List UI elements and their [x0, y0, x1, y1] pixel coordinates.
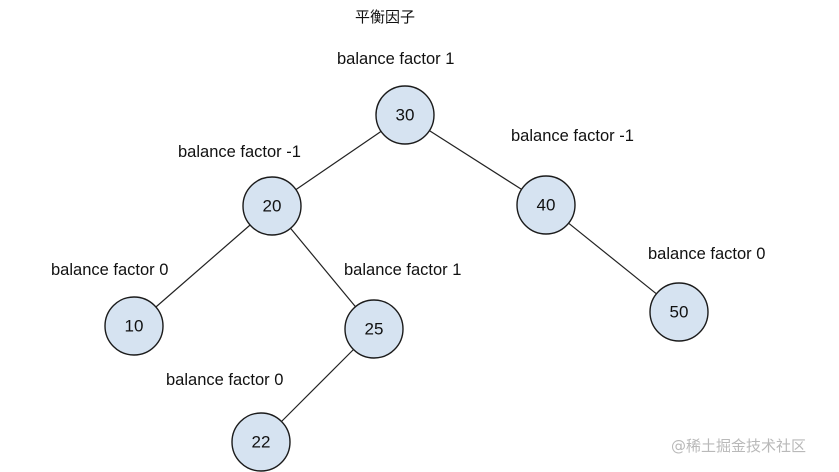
- node-value-22: 22: [252, 433, 271, 452]
- node-circle-50: [649, 282, 709, 342]
- edge-30-40: [429, 130, 522, 190]
- node-value-20: 20: [263, 197, 282, 216]
- node-value-30: 30: [396, 106, 415, 125]
- watermark: @稀土掘金技术社区: [671, 437, 806, 455]
- node-value-10: 10: [125, 317, 144, 336]
- tree-node-10: 10: [104, 296, 164, 356]
- node-circle-25: [344, 299, 404, 359]
- balance-factor-label-50: balance factor 0: [648, 245, 765, 263]
- tree-node-25: 25: [344, 299, 404, 359]
- edge-40-50: [568, 222, 657, 295]
- node-circle-40: [516, 175, 576, 235]
- balance-labels-layer: balance factor 1 balance factor -1 balance…: [51, 50, 765, 389]
- node-circle-10: [104, 296, 164, 356]
- tree-node-40: 40: [516, 175, 576, 235]
- nodes-layer: 30 20 40 10 25 50 22: [104, 85, 709, 472]
- balance-factor-label-25: balance factor 1: [344, 261, 461, 279]
- node-circle-20: [242, 176, 302, 236]
- balance-factor-label-22: balance factor 0: [166, 371, 283, 389]
- tree-node-20: 20: [242, 176, 302, 236]
- balance-factor-label-40: balance factor -1: [511, 127, 634, 145]
- tree-node-50: 50: [649, 282, 709, 342]
- balance-factor-label-20: balance factor -1: [178, 143, 301, 161]
- node-value-50: 50: [670, 303, 689, 322]
- node-circle-30: [375, 85, 435, 145]
- tree-node-22: 22: [231, 412, 291, 472]
- edge-30-20: [295, 130, 382, 191]
- balance-factor-label-10: balance factor 0: [51, 261, 168, 279]
- edge-25-22: [281, 349, 354, 422]
- balance-factor-label-30: balance factor 1: [337, 50, 454, 68]
- edges-layer: [155, 130, 657, 422]
- tree-node-30: 30: [375, 85, 435, 145]
- node-value-25: 25: [365, 320, 384, 339]
- edge-20-10: [155, 224, 251, 308]
- node-circle-22: [231, 412, 291, 472]
- node-value-40: 40: [537, 196, 556, 215]
- edge-20-25: [290, 227, 356, 308]
- diagram-title: 平衡因子: [355, 8, 415, 26]
